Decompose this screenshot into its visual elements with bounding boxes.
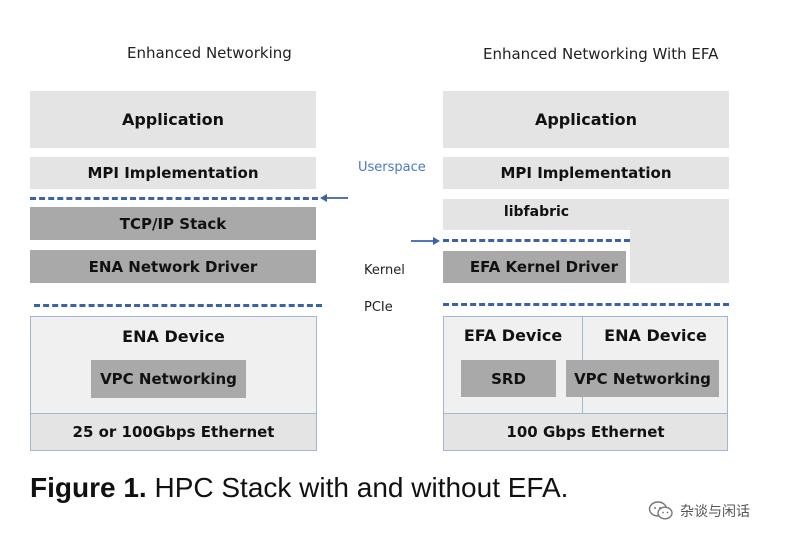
right-libfabric-label: libfabric bbox=[503, 204, 570, 220]
right-ethernet-box: 100 Gbps Ethernet bbox=[444, 413, 727, 450]
efa-device-label: EFA Device bbox=[463, 326, 563, 345]
left-vpc-box: VPC Networking bbox=[91, 360, 246, 398]
figure-caption: Figure 1. HPC Stack with and without EFA… bbox=[30, 472, 568, 504]
left-application-label: Application bbox=[121, 110, 225, 129]
wechat-icon bbox=[648, 501, 673, 520]
left-tcpip-box: TCP/IP Stack bbox=[30, 207, 316, 240]
right-diagram-title: Enhanced Networking With EFA bbox=[483, 45, 719, 63]
right-driver-label: EFA Kernel Driver bbox=[469, 258, 618, 276]
right-vpc-box: VPC Networking bbox=[566, 360, 719, 397]
left-driver-box: ENA Network Driver bbox=[30, 250, 316, 283]
right-vpc-label: VPC Networking bbox=[574, 369, 711, 388]
right-pcie-divider bbox=[443, 303, 729, 306]
userspace-label: Userspace bbox=[358, 160, 426, 175]
right-application-box: Application bbox=[443, 91, 729, 148]
kernel-label: Kernel bbox=[364, 263, 405, 278]
figure-number: Figure 1. bbox=[30, 472, 147, 503]
right-libfabric-extension bbox=[630, 199, 729, 283]
left-ethernet-label: 25 or 100Gbps Ethernet bbox=[72, 423, 275, 441]
srd-label: SRD bbox=[491, 369, 526, 388]
left-mpi-label: MPI Implementation bbox=[87, 164, 259, 182]
right-mpi-box: MPI Implementation bbox=[443, 157, 729, 189]
left-device-label: ENA Device bbox=[122, 327, 225, 346]
watermark: 杂谈与闲话 bbox=[648, 500, 750, 522]
left-application-box: Application bbox=[30, 91, 316, 148]
left-diagram-title: Enhanced Networking bbox=[127, 44, 292, 62]
right-driver-box: EFA Kernel Driver bbox=[443, 251, 626, 283]
figure-caption-text: HPC Stack with and without EFA. bbox=[146, 472, 569, 503]
kernel-arrow-icon bbox=[411, 237, 440, 245]
left-driver-label: ENA Network Driver bbox=[88, 257, 258, 276]
left-ethernet-box: 25 or 100Gbps Ethernet bbox=[31, 413, 316, 450]
left-pcie-divider bbox=[34, 304, 322, 307]
right-application-label: Application bbox=[534, 110, 638, 129]
ena-device-label: ENA Device bbox=[604, 326, 707, 345]
left-mpi-box: MPI Implementation bbox=[30, 157, 316, 189]
left-vpc-label: VPC Networking bbox=[100, 370, 237, 388]
right-mpi-label: MPI Implementation bbox=[500, 164, 672, 182]
left-tcpip-label: TCP/IP Stack bbox=[119, 214, 227, 233]
watermark-text: 杂谈与闲话 bbox=[680, 504, 750, 520]
srd-box: SRD bbox=[461, 360, 556, 397]
right-ethernet-label: 100 Gbps Ethernet bbox=[506, 423, 665, 441]
pcie-label: PCIe bbox=[364, 300, 393, 315]
right-userspace-divider bbox=[443, 239, 630, 242]
left-userspace-divider bbox=[30, 197, 318, 200]
userspace-arrow-icon bbox=[320, 194, 348, 202]
